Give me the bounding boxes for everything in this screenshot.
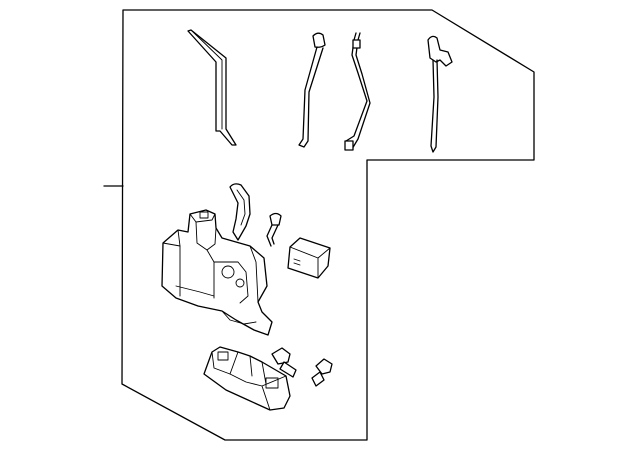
rod-1 xyxy=(187,29,237,146)
rod-2 xyxy=(298,32,326,148)
actuator-module xyxy=(287,237,331,279)
small-clip xyxy=(266,212,282,247)
rod-4 xyxy=(427,35,453,153)
handle-cover xyxy=(229,183,251,241)
panel-outline xyxy=(121,9,535,441)
bolt xyxy=(271,347,297,378)
screw xyxy=(311,358,333,387)
lock-bracket xyxy=(203,346,291,411)
rod-3 xyxy=(344,32,371,151)
latch-assembly xyxy=(161,209,273,336)
